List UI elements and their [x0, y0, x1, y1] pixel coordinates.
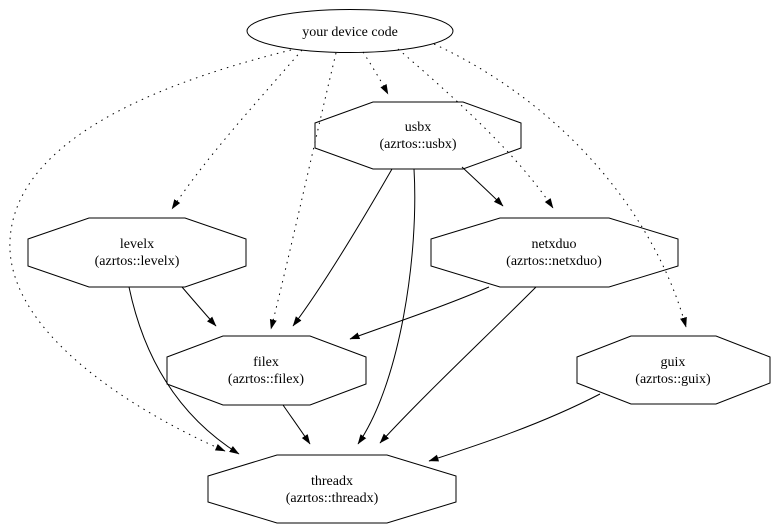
- edge-device-usbx: [362, 51, 389, 95]
- edge-usbx-filex: [292, 168, 393, 327]
- node-filex-label: filex: [253, 355, 279, 370]
- node-filex-sublabel: (azrtos::filex): [228, 372, 305, 387]
- node-levelx: levelx (azrtos::levelx): [27, 217, 247, 288]
- node-threadx: threadx (azrtos::threadx): [207, 454, 457, 524]
- node-device: your device code: [246, 9, 454, 53]
- edge-usbx-netxduo: [461, 166, 504, 207]
- node-guix-label: guix: [661, 355, 686, 370]
- node-guix: guix (azrtos::guix): [576, 335, 771, 405]
- edge-levelx-filex: [181, 286, 217, 327]
- node-netxduo-shape: [430, 217, 679, 288]
- node-guix-shape: [576, 335, 771, 405]
- edge-device-levelx: [171, 49, 303, 210]
- node-usbx-sublabel: (azrtos::usbx): [380, 137, 457, 152]
- edge-filex-threadx: [282, 404, 311, 445]
- edge-netxduo-threadx: [379, 286, 537, 444]
- node-usbx: usbx (azrtos::usbx): [314, 101, 522, 170]
- node-usbx-shape: [314, 101, 522, 170]
- node-threadx-shape: [207, 454, 457, 524]
- node-guix-sublabel: (azrtos::guix): [635, 372, 711, 387]
- edge-device-filex: [269, 52, 337, 330]
- edge-usbx-threadx: [357, 168, 416, 445]
- edge-guix-threadx: [428, 393, 601, 462]
- node-usbx-label: usbx: [405, 120, 431, 135]
- node-levelx-label: levelx: [120, 237, 154, 252]
- node-netxduo: netxduo (azrtos::netxduo): [430, 217, 679, 288]
- node-threadx-label: threadx: [311, 474, 353, 489]
- node-levelx-shape: [27, 217, 247, 288]
- edge-netxduo-filex: [349, 286, 490, 340]
- node-threadx-sublabel: (azrtos::threadx): [286, 491, 379, 506]
- node-device-shape: [246, 9, 454, 53]
- node-levelx-sublabel: (azrtos::levelx): [95, 254, 180, 269]
- node-netxduo-sublabel: (azrtos::netxduo): [506, 254, 602, 269]
- edge-levelx-threadx: [128, 286, 240, 455]
- node-device-label: your device code: [302, 25, 398, 40]
- node-netxduo-label: netxduo: [531, 237, 576, 252]
- node-filex-shape: [166, 335, 367, 406]
- edges: [9, 43, 687, 462]
- node-filex: filex (azrtos::filex): [166, 335, 367, 406]
- edge-device-guix: [433, 43, 687, 328]
